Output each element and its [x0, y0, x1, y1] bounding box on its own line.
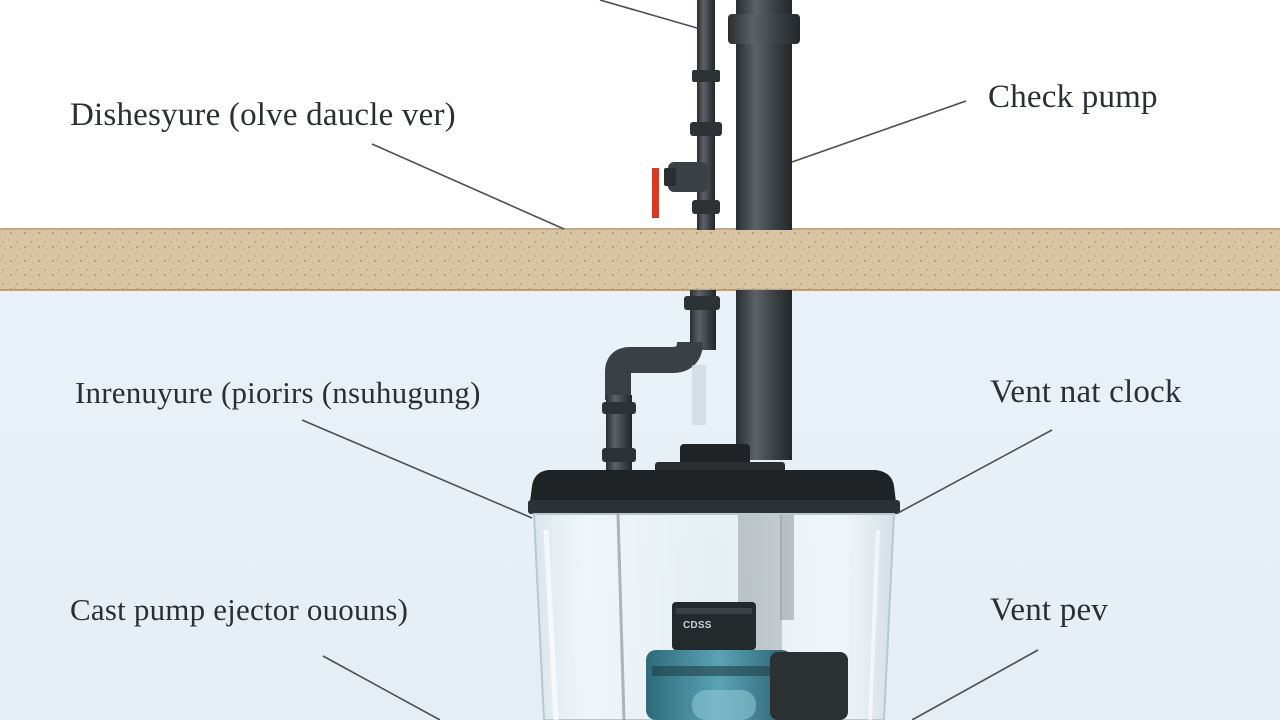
floor-slab — [0, 229, 1280, 291]
discharge-elbow-pipe — [602, 290, 720, 470]
leader-line-vent-pev — [911, 649, 1039, 720]
pump-nameplate-text: CDSS — [683, 620, 712, 631]
label-vent-nat-clock: Vent nat clock — [990, 374, 1182, 410]
discharge-pipe — [664, 0, 722, 230]
leader-line-check-pump — [791, 100, 967, 163]
leader-lines — [301, 0, 1053, 720]
label-cast-pump-ejector: Cast pump ejector ououns) — [70, 592, 409, 627]
ejector-pump — [646, 602, 848, 720]
basin-lid — [528, 444, 900, 514]
leader-line-vent-clock — [897, 429, 1053, 514]
valve-handle — [652, 168, 659, 218]
label-check-pump: Check pump — [988, 79, 1158, 115]
leader-line-pump — [322, 655, 441, 720]
leader-line-top — [599, 0, 698, 29]
label-inlet: Inrenuyure (piorirs (nsuhugung) — [75, 375, 481, 410]
leader-line-inlet — [301, 419, 533, 519]
label-vent-pev: Vent pev — [990, 592, 1108, 628]
label-discharge-valve: Dishesyure (olve daucle ver) — [70, 97, 456, 133]
leader-line-discharge — [371, 143, 565, 230]
above-ground-area — [0, 0, 1280, 230]
